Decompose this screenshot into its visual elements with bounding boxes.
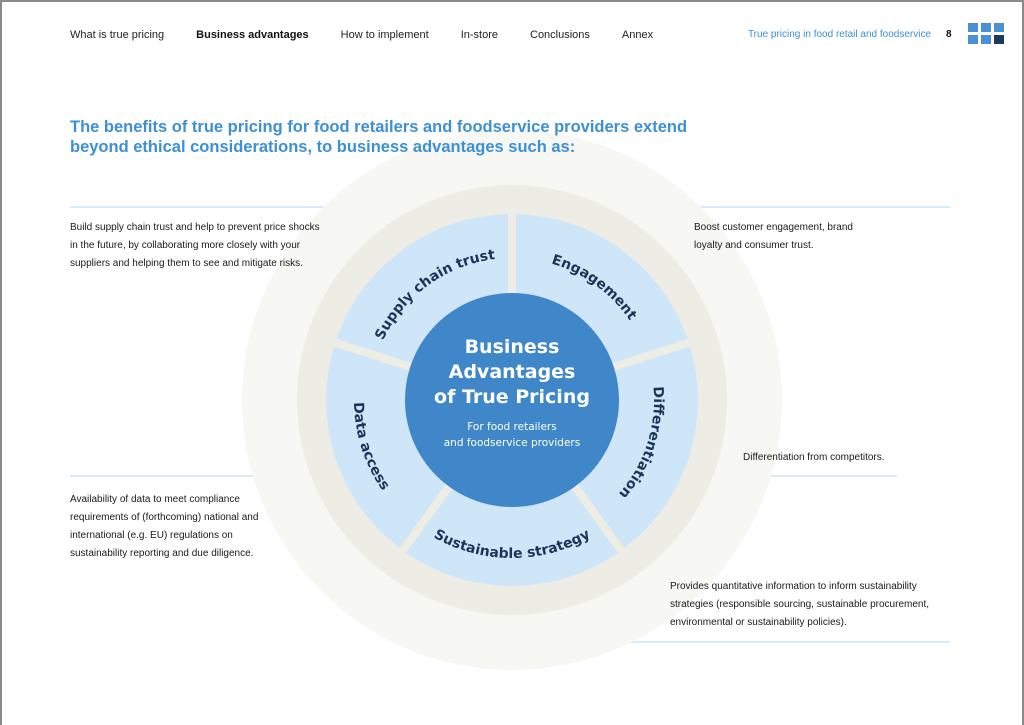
center-title-1: Business xyxy=(465,336,560,358)
desc-supply-chain-trust: Build supply chain trust and help to pre… xyxy=(70,222,320,269)
nav-conclusions[interactable]: Conclusions xyxy=(530,29,590,41)
nav-in-store[interactable]: In-store xyxy=(460,29,498,41)
center-subtitle-1: For food retailers xyxy=(467,421,556,433)
nav-what-is-true-pricing[interactable]: What is true pricing xyxy=(70,29,165,41)
page-number: 8 xyxy=(946,29,952,40)
segment-dividers xyxy=(330,210,694,557)
nav-how-to-implement[interactable]: How to implement xyxy=(340,29,429,41)
segment-divider xyxy=(397,478,457,557)
document-title[interactable]: True pricing in food retail and foodserv… xyxy=(747,29,931,40)
top-nav: What is true pricing Business advantages… xyxy=(70,29,685,41)
desc-differentiation: Differentiation from competitors. xyxy=(743,452,885,463)
page-heading: The benefits of true pricing for food re… xyxy=(70,118,688,156)
center-title-2: Advantages xyxy=(449,361,576,383)
nav-business-advantages[interactable]: Business advantages xyxy=(196,29,309,41)
segment-divider xyxy=(605,337,694,373)
desc-sustainable-strategy: Provides quantitative information to inf… xyxy=(670,581,930,628)
segment-divider xyxy=(330,337,419,373)
desc-data-access: Availability of data to meet compliance … xyxy=(70,494,259,559)
segment-divider xyxy=(567,478,627,557)
center-title-3: of True Pricing xyxy=(434,386,590,408)
grid-logo-icon xyxy=(968,23,1004,44)
desc-engagement: Boost customer engagement, brand loyalty… xyxy=(694,222,853,251)
nav-annex[interactable]: Annex xyxy=(621,29,654,41)
center-subtitle-2: and foodservice providers xyxy=(444,437,580,449)
center-circle xyxy=(405,293,619,507)
center-text: Business Advantages of True Pricing For … xyxy=(434,336,590,449)
